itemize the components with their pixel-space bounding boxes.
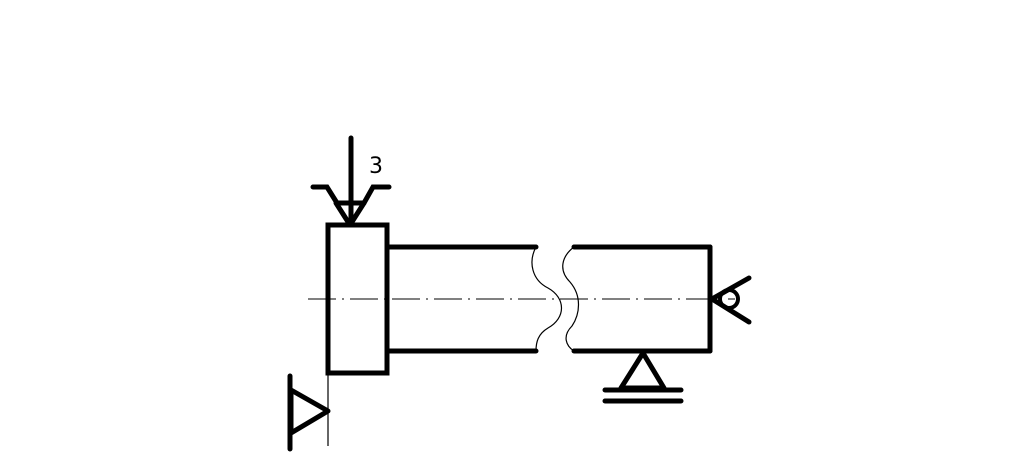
break-line-left [531, 246, 563, 352]
axial-support-symbol [287, 373, 331, 452]
force-label: 3 [369, 154, 383, 179]
rotating-center-symbol [707, 275, 752, 325]
shaft-left-segment [384, 244, 539, 354]
bearing-support-symbol [602, 350, 684, 404]
flange-block [325, 222, 390, 376]
break-line-right [562, 246, 580, 352]
clamping-force-symbol [310, 135, 392, 228]
